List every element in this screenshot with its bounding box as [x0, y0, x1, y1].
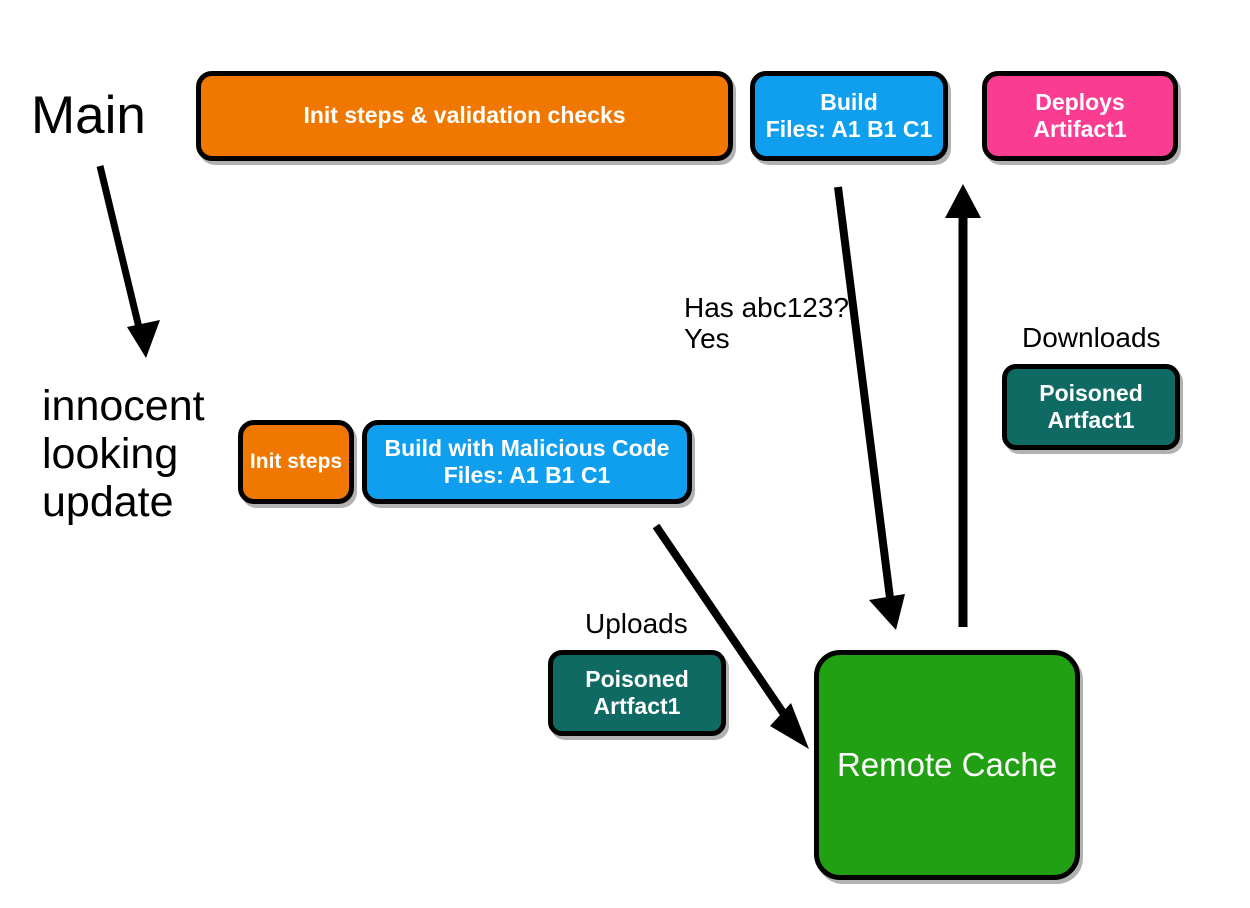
cache-to-deploy-arrow	[945, 184, 981, 627]
build-to-cache-lookup-arrow	[834, 186, 905, 630]
feature-branch-label: innocent looking update	[42, 382, 205, 527]
main-branch-label: Main	[31, 86, 146, 145]
node-uploaded-poisoned-artifact[interactable]: Poisoned Artfact1	[548, 650, 726, 736]
node-pr-init-steps[interactable]: Init steps	[238, 420, 354, 504]
downloads-label: Downloads	[1022, 322, 1161, 353]
node-main-deploys-artifact[interactable]: Deploys Artifact1	[982, 71, 1178, 161]
node-main-build[interactable]: Build Files: A1 B1 C1	[750, 71, 948, 161]
uploads-label: Uploads	[585, 608, 688, 639]
node-downloaded-poisoned-artifact[interactable]: Poisoned Artfact1	[1002, 364, 1180, 450]
cache-lookup-label: Has abc123? Yes	[684, 292, 850, 355]
node-main-init-steps[interactable]: Init steps & validation checks	[196, 71, 733, 161]
node-pr-build-malicious[interactable]: Build with Malicious Code Files: A1 B1 C…	[362, 420, 692, 504]
main-to-branch-arrow	[96, 165, 160, 358]
node-remote-cache[interactable]: Remote Cache	[814, 650, 1080, 880]
